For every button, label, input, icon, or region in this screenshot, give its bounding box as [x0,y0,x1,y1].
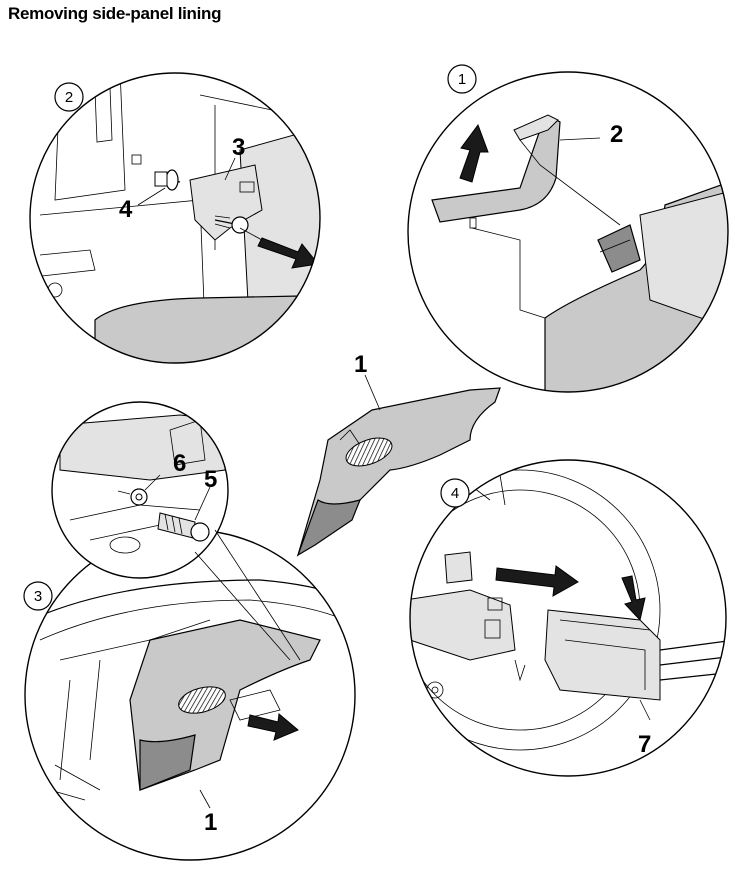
callout-3: 3 [232,134,245,161]
step-4-number: 4 [451,485,459,502]
detail-3-circles: 3 6 5 1 [23,401,356,861]
callout-6: 6 [173,450,186,477]
callout-2: 2 [610,121,623,148]
detail-2-circle: 2 3 4 [29,72,321,364]
step-1-number: 1 [458,71,466,88]
step-4-badge [440,478,470,508]
step-2-badge [54,82,84,112]
step-2-number: 2 [65,89,73,106]
callout-1-center: 1 [354,351,367,378]
step-3-badge [23,581,53,611]
step-3-number: 3 [34,588,42,605]
detail-4-circle: 4 7 [409,459,727,777]
step-1-badge [447,64,477,94]
callout-7: 7 [638,731,651,758]
callout-1-bottom: 1 [204,809,217,836]
callout-4: 4 [119,196,133,223]
callout-5: 5 [204,466,217,493]
detail-1-circle: 1 2 [407,64,729,393]
side-panel-lining-part: 1 [296,351,501,557]
page-title: Removing side-panel lining [8,4,222,23]
